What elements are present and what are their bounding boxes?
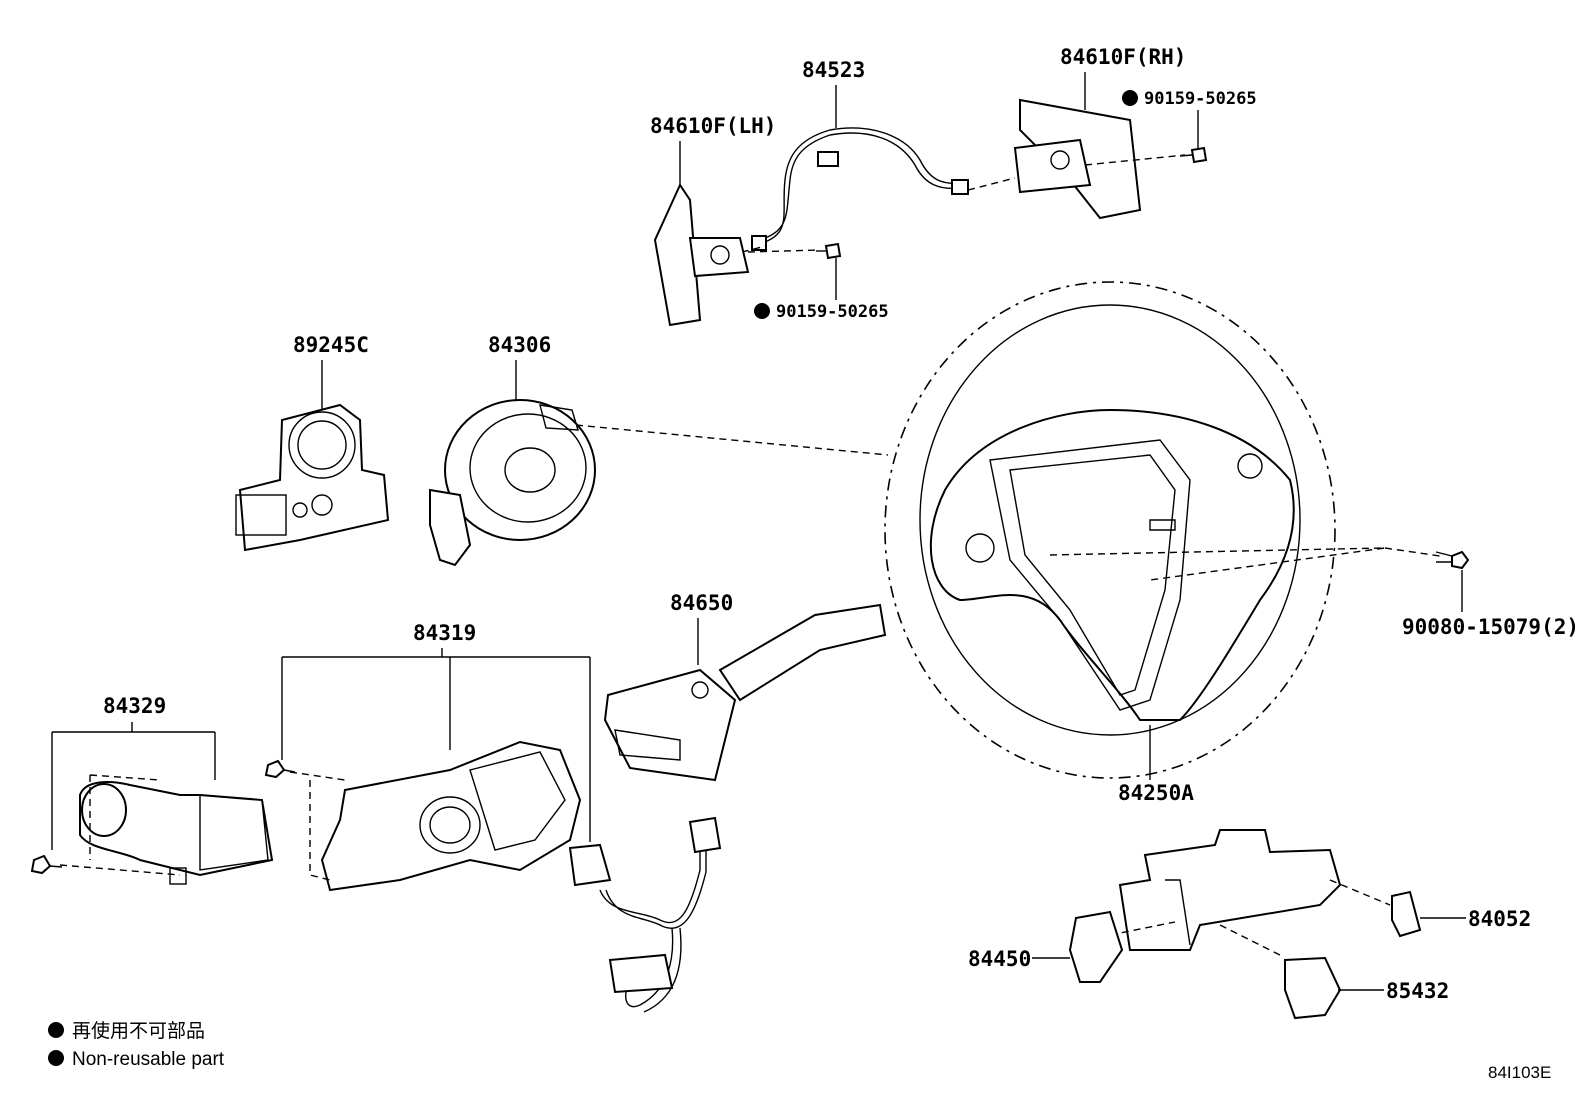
bolt-90080-15079[interactable] [1435, 550, 1470, 570]
label-84610f-lh: 84610F(LH) [650, 114, 776, 138]
steering-wheel-84250a[interactable] [884, 281, 1336, 779]
steering-sensor-89245c[interactable] [235, 403, 390, 552]
non-reusable-marker-icon [48, 1050, 64, 1066]
connector-harness[interactable] [568, 816, 722, 1013]
wiper-switch-84650[interactable] [603, 603, 887, 782]
label-84523: 84523 [802, 58, 865, 82]
paddle-switch-84610f-lh[interactable] [653, 182, 750, 327]
label-90159-50265-top: 90159-50265 [1144, 89, 1257, 109]
module-85432[interactable] [1284, 956, 1342, 1020]
label-84319: 84319 [413, 621, 476, 645]
switch-84052[interactable] [1391, 890, 1422, 938]
screw-84319[interactable] [264, 759, 296, 779]
spiral-cable-84306[interactable] [429, 399, 596, 567]
label-90080-15079: 90080-15079(2) [1402, 615, 1579, 639]
headlamp-switch-84329[interactable] [79, 781, 274, 885]
label-84306: 84306 [488, 333, 551, 357]
diagram-code: 84I103E [1488, 1063, 1551, 1082]
steering-column-cover[interactable] [1118, 829, 1342, 951]
screw-84329[interactable] [30, 854, 63, 875]
non-reusable-marker-icon [1122, 90, 1138, 106]
label-85432: 85432 [1386, 979, 1449, 1003]
paddle-switch-84610f-rh[interactable] [1013, 98, 1142, 220]
label-89245c: 89245C [293, 333, 369, 357]
label-90159-50265-bottom: 90159-50265 [776, 302, 889, 322]
combination-switch-base-84319[interactable] [320, 740, 582, 892]
label-84650: 84650 [670, 591, 733, 615]
label-84610f-rh: 84610F(RH) [1060, 45, 1186, 69]
legend-english: Non-reusable part [72, 1049, 225, 1070]
legend: 再使用不可部品 Non-reusable part [48, 1020, 225, 1070]
label-84329: 84329 [103, 694, 166, 718]
label-84450: 84450 [968, 947, 1031, 971]
switch-84450[interactable] [1068, 910, 1124, 983]
screw-90159-50265-top[interactable] [1179, 146, 1208, 164]
non-reusable-marker-icon [48, 1022, 64, 1038]
label-84052: 84052 [1468, 907, 1531, 931]
label-84250a: 84250A [1118, 781, 1194, 805]
screw-90159-50265-bottom[interactable] [816, 242, 842, 260]
non-reusable-marker-icon [754, 303, 770, 319]
wire-harness-84523[interactable] [751, 127, 969, 251]
legend-japanese: 再使用不可部品 [72, 1020, 205, 1042]
